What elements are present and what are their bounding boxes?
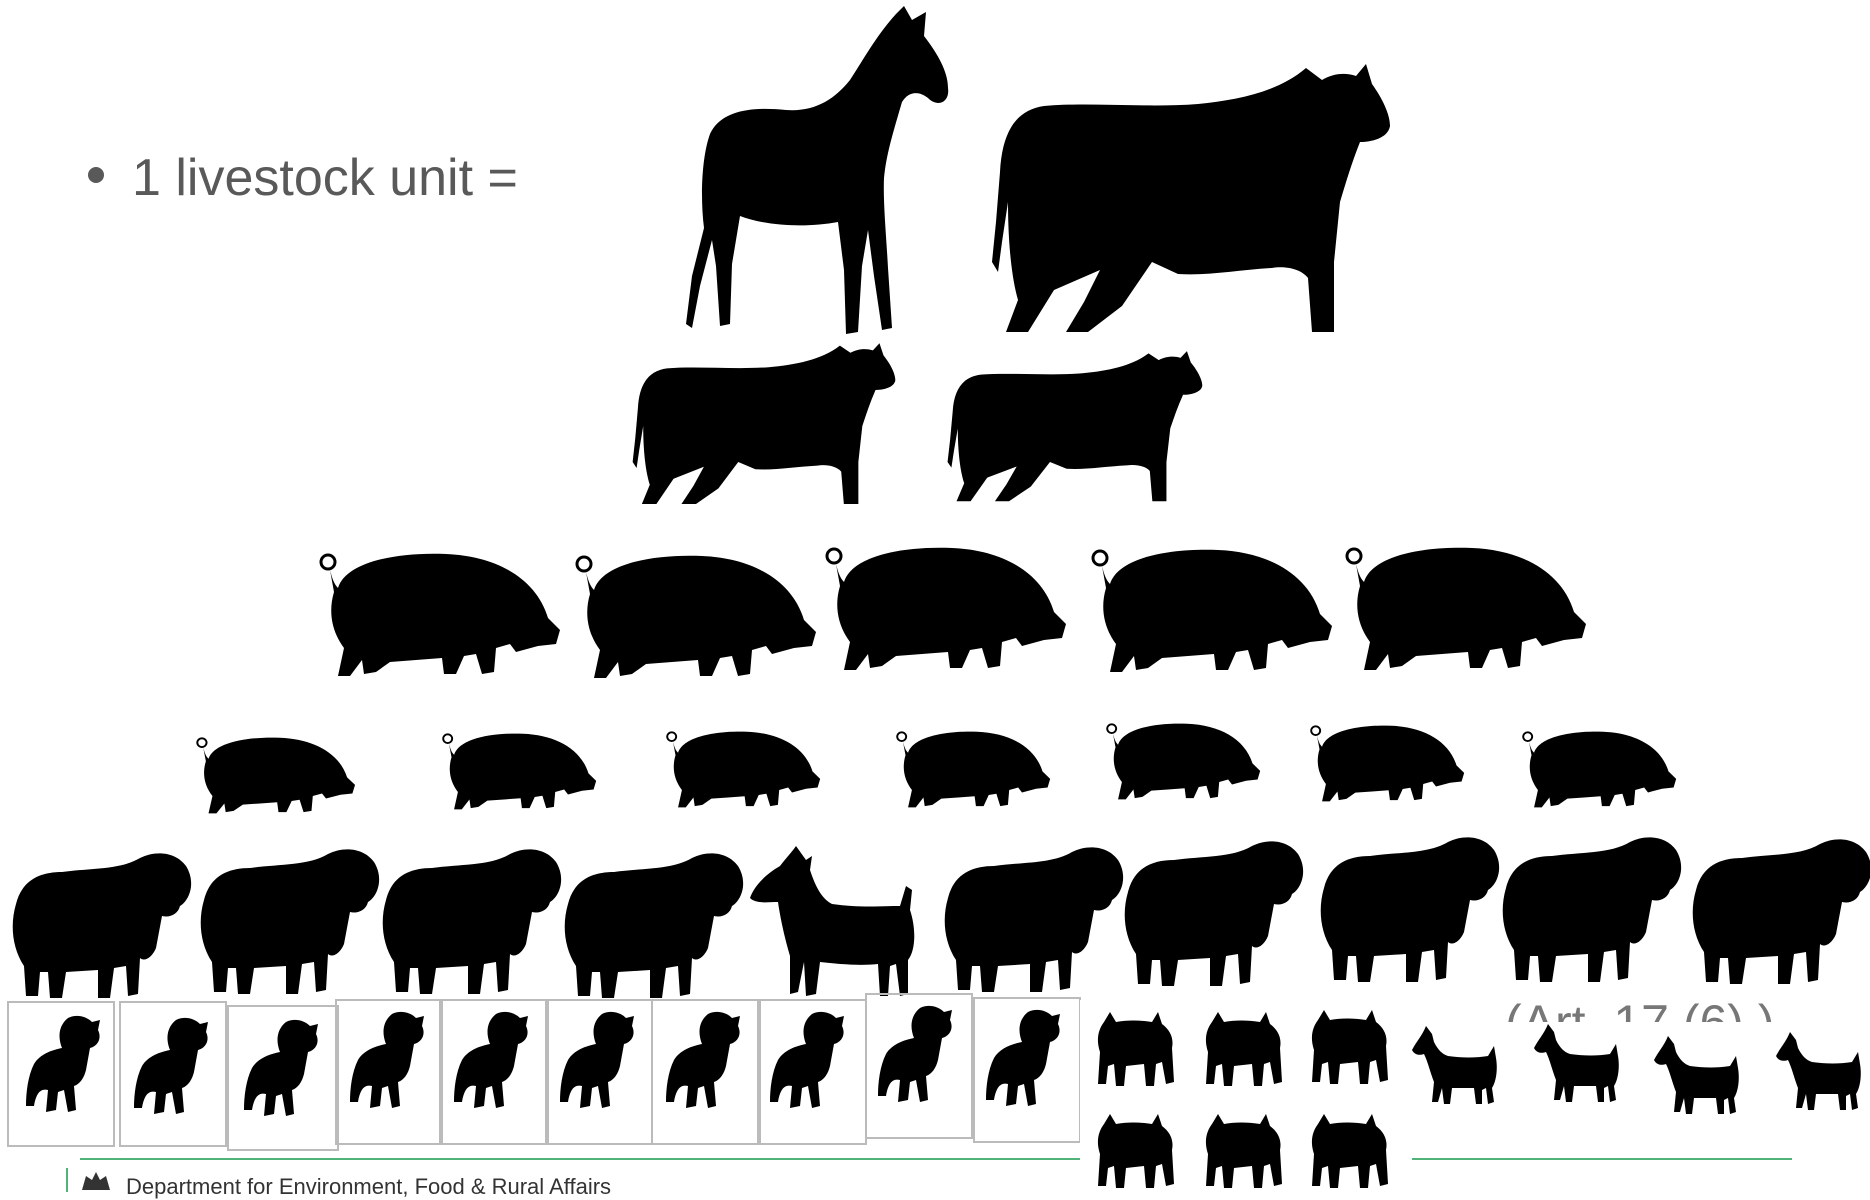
pig-icon (1107, 724, 1260, 800)
sheep-icon (1125, 841, 1303, 986)
goat-icon (750, 846, 914, 996)
pig-icon (197, 738, 355, 814)
piglet-group (1080, 1000, 1400, 1190)
goat-icon (1654, 1036, 1739, 1114)
lamb-icon (26, 1016, 100, 1112)
lamb-icon (878, 1006, 952, 1102)
lamb-row (8, 994, 1080, 1150)
sheep-icon (201, 849, 379, 994)
goat-icon (1534, 1024, 1619, 1102)
lamb-icon (244, 1020, 318, 1116)
pig-icon (897, 732, 1050, 808)
article-reference: (Art. 17 (6) ) (1505, 992, 1774, 1022)
footer-divider (66, 1168, 68, 1192)
lamb-icon (560, 1012, 634, 1108)
cow-icon (992, 64, 1390, 332)
lamb-icon (134, 1018, 208, 1114)
pig-icon (667, 732, 820, 808)
lamb-icon (454, 1012, 528, 1108)
sheep-icon (1693, 839, 1870, 984)
sheep-icon (1321, 837, 1499, 982)
pig-icon (577, 556, 816, 678)
footer-rule-right (1412, 1158, 1792, 1160)
lamb-icon (770, 1012, 844, 1108)
sheep-icon (565, 853, 743, 998)
goat-icon (1776, 1032, 1861, 1110)
cow-icon (633, 343, 896, 504)
pig-icon (1347, 548, 1586, 670)
footer-text: Department for Environment, Food & Rural… (126, 1174, 611, 1200)
pig-icon (827, 548, 1066, 670)
crest-icon (78, 1170, 114, 1192)
pig-icon (1093, 550, 1332, 672)
footer-rule-left (80, 1158, 1080, 1160)
goat-icon (1412, 1026, 1497, 1104)
sheep-icon (1503, 837, 1681, 982)
sheep-icon (945, 847, 1123, 992)
sheep-icon (383, 849, 561, 994)
pig-icon (321, 554, 560, 676)
horse-icon (686, 6, 948, 334)
pig-icon (443, 734, 596, 810)
lamb-icon (666, 1012, 740, 1108)
lamb-icon (986, 1010, 1060, 1106)
pig-icon (1523, 732, 1676, 808)
pig-icon (1311, 726, 1464, 802)
lamb-icon (350, 1012, 424, 1108)
sheep-icon (13, 853, 191, 998)
cow-icon (948, 351, 1203, 501)
